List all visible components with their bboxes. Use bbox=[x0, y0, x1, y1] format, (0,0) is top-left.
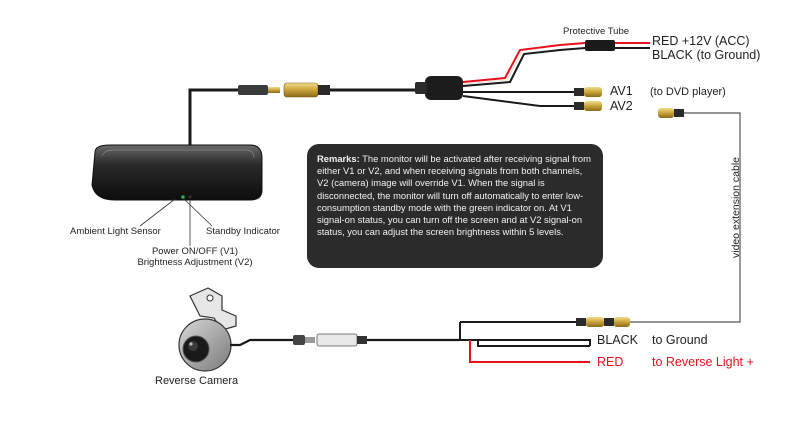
mirror-leader-lines bbox=[139, 198, 213, 246]
mirror-monitor bbox=[91, 144, 263, 201]
av1-label: AV1 bbox=[610, 84, 633, 98]
reverse-camera bbox=[178, 287, 237, 372]
black-ground-top-label: BLACK (to Ground) bbox=[652, 48, 761, 62]
black-bottom-label: BLACK bbox=[597, 333, 638, 347]
connector-plug-left bbox=[238, 85, 268, 95]
ambient-light-sensor-label: Ambient Light Sensor bbox=[70, 226, 161, 237]
to-reverse-light-label: to Reverse Light + bbox=[652, 355, 754, 369]
av2-connector bbox=[584, 101, 602, 111]
red-bottom-label: RED bbox=[597, 355, 624, 369]
remarks-text: The monitor will be activated after rece… bbox=[317, 153, 591, 238]
mirror-cable bbox=[188, 82, 425, 152]
av-leads bbox=[462, 87, 602, 111]
video-extension-cable-label: video extension cable bbox=[730, 157, 742, 258]
junction-box bbox=[415, 76, 463, 100]
ambient-light-sensor-dot bbox=[173, 195, 177, 199]
standby-indicator-led bbox=[181, 195, 185, 199]
camera-cable bbox=[230, 321, 591, 363]
protective-tube-label: Protective Tube bbox=[563, 26, 630, 37]
standby-indicator-label: Standby Indicator bbox=[206, 226, 280, 237]
video-extension-cable bbox=[576, 108, 741, 327]
remarks-title: Remarks: bbox=[317, 153, 360, 164]
remarks-box: Remarks: The monitor will be activated a… bbox=[307, 144, 603, 268]
reverse-camera-label: Reverse Camera bbox=[155, 375, 239, 387]
connector-socket-gold bbox=[283, 82, 319, 98]
av1-connector bbox=[584, 87, 602, 97]
to-ground-bottom-label: to Ground bbox=[652, 333, 708, 347]
av2-label: AV2 bbox=[610, 99, 633, 113]
camera-inline-connector bbox=[316, 333, 358, 347]
red-12v-label: RED +12V (ACC) bbox=[652, 34, 750, 48]
power-leads bbox=[462, 40, 650, 87]
to-dvd-label: (to DVD player) bbox=[650, 86, 726, 98]
power-onoff-label: Power ON/OFF (V1) bbox=[151, 246, 239, 257]
protective-tube bbox=[585, 40, 615, 51]
brightness-adjustment-label: Brightness Adjustment (V2) bbox=[137, 257, 253, 268]
